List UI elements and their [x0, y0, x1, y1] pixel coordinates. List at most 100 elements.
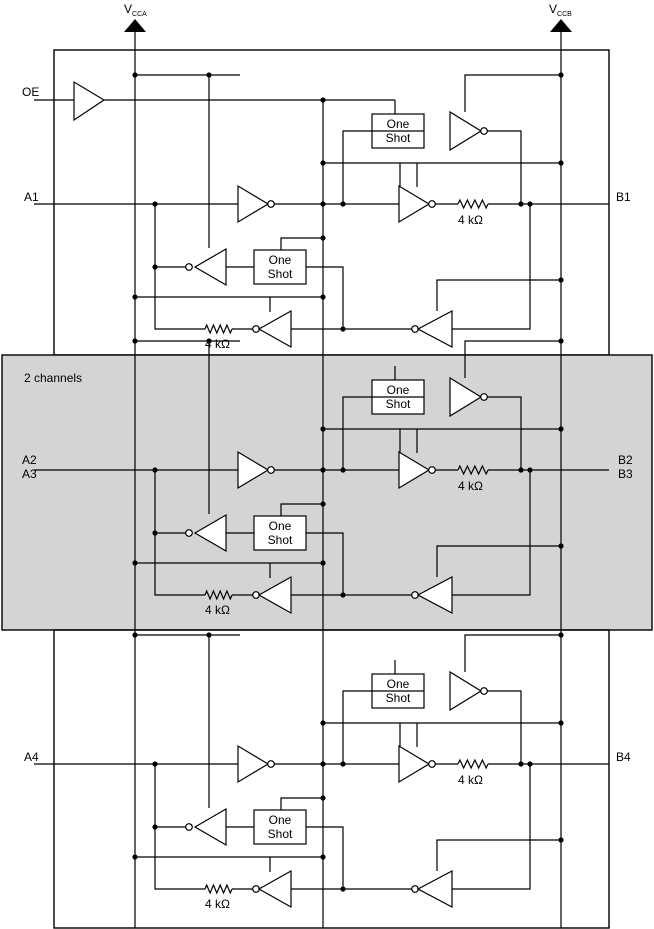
wire: [487, 396, 522, 470]
wire: [154, 470, 205, 596]
port-a-label: A3: [22, 467, 37, 481]
wire: [342, 130, 424, 204]
junction-dot: [340, 886, 346, 892]
oe-buffer: [73, 80, 106, 122]
buffer-left: [257, 309, 292, 349]
junction-dot: [132, 632, 138, 638]
buffer-right: [449, 110, 483, 152]
port-b-label: B2: [618, 453, 633, 467]
buffer-right: [449, 670, 483, 712]
buffer-left: [257, 869, 292, 909]
junction-dot: [558, 720, 564, 726]
wire: [487, 690, 522, 764]
buffer-left: [193, 247, 227, 287]
wire: [452, 764, 531, 890]
junction-dot: [132, 854, 138, 860]
buffer-right: [237, 744, 270, 784]
wire: [342, 690, 424, 764]
junction-dot: [558, 543, 564, 549]
junction-dot: [558, 426, 564, 432]
one-shot-label: One: [387, 677, 410, 691]
wire: [487, 130, 522, 204]
wire: [154, 204, 205, 330]
inverter-bubble: [428, 760, 436, 768]
inverter-bubble: [267, 466, 275, 474]
wire: [280, 503, 323, 516]
vcca-supply-arrow: [124, 19, 146, 32]
inverter-bubble: [428, 200, 436, 208]
inverter-bubble: [428, 466, 436, 474]
buffer-right: [398, 184, 431, 224]
junction-dot: [132, 560, 138, 566]
one-shot-label: One: [387, 383, 410, 397]
junction-dot: [558, 338, 564, 344]
buffer-right: [237, 450, 270, 490]
buffer-left: [416, 870, 453, 908]
vccb-label: VCCB: [549, 2, 572, 18]
resistor-4k: [204, 883, 233, 895]
one-shot-label: One: [387, 117, 410, 131]
inverter-bubble: [480, 127, 488, 135]
inverter-bubble: [267, 200, 275, 208]
resistor-label: 4 kΩ: [458, 773, 483, 787]
resistor-4k: [457, 758, 489, 770]
wire: [342, 396, 424, 470]
resistor-label: 4 kΩ: [205, 897, 230, 911]
resistor-label: 4 kΩ: [458, 479, 483, 493]
vcca-label: VCCA: [124, 2, 147, 18]
wire: [464, 74, 561, 112]
junction-dot: [320, 560, 326, 566]
junction-dot: [558, 277, 564, 283]
one-shot-label: Shot: [386, 691, 411, 705]
junction-dot: [320, 761, 326, 767]
outer-frame-top: [53, 49, 610, 356]
junction-dot: [320, 720, 326, 726]
junction-dot: [340, 201, 346, 207]
junction-dot: [518, 467, 524, 473]
junction-dot: [558, 632, 564, 638]
buffer-right: [449, 376, 483, 418]
one-shot-label: One: [269, 813, 292, 827]
buffer-right: [398, 744, 431, 784]
group-frame: [1, 354, 653, 631]
port-a-label: A1: [24, 190, 39, 204]
oe-label: OE: [22, 85, 39, 99]
junction-dot: [320, 235, 326, 241]
junction-dot: [558, 837, 564, 843]
junction-dot: [320, 501, 326, 507]
port-b-label: B3: [618, 467, 633, 481]
junction-dot: [558, 72, 564, 78]
port-b-label: B4: [616, 750, 631, 764]
one-shot-label: Shot: [386, 397, 411, 411]
one-shot-box: [253, 809, 307, 845]
buffer-left: [416, 310, 453, 348]
one-shot-label: One: [269, 253, 292, 267]
wire: [436, 545, 561, 577]
wire: [436, 279, 561, 311]
port-a-label: A4: [24, 750, 39, 764]
junction-dot: [340, 592, 346, 598]
junction-dot: [320, 294, 326, 300]
wire: [306, 532, 344, 595]
inverter-bubble: [480, 687, 488, 695]
wire: [436, 839, 561, 871]
resistor-4k: [204, 589, 233, 601]
wire: [452, 470, 531, 596]
one-shot-label: Shot: [268, 827, 293, 841]
junction-dot: [320, 854, 326, 860]
port-b-label: B1: [616, 190, 631, 204]
junction-dot: [340, 761, 346, 767]
junction-dot: [132, 338, 138, 344]
inverter-bubble: [185, 529, 193, 537]
junction-dot: [320, 201, 326, 207]
resistor-4k: [457, 464, 489, 476]
junction-dot: [320, 467, 326, 473]
buffer-left: [193, 807, 227, 847]
junction-dot: [320, 160, 326, 166]
vccb-supply-arrow: [550, 19, 572, 32]
oe-junction: [320, 97, 326, 103]
